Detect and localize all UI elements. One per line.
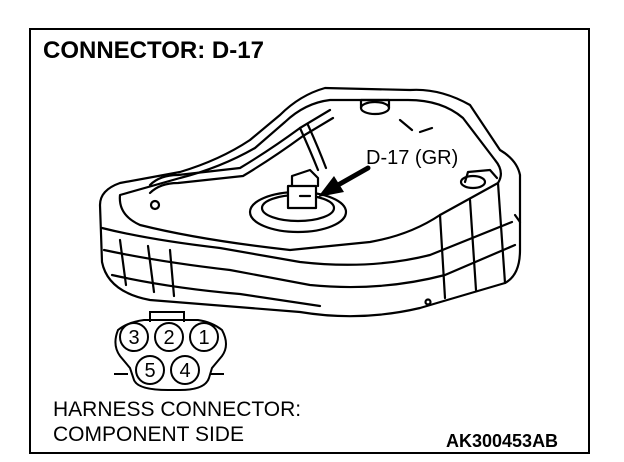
- component-side-label: COMPONENT SIDE: [53, 423, 244, 446]
- callout-arrow: [318, 165, 371, 197]
- tank-top-deck: [118, 98, 502, 252]
- pin-4-label: 4: [179, 360, 190, 382]
- callout-label: D-17 (GR): [366, 147, 459, 169]
- fuel-pipe: [148, 108, 332, 187]
- diagram-frame: [29, 28, 590, 454]
- harness-connector-label: HARNESS CONNECTOR:: [53, 398, 302, 421]
- pin-4-circle: [170, 355, 200, 385]
- connector-title: CONNECTOR: D-17: [43, 37, 264, 64]
- figure-code: AK300453AB: [446, 431, 559, 451]
- pin-3-label: 3: [128, 327, 139, 349]
- pin-2-circle: [154, 322, 184, 352]
- harness-connector: [114, 311, 227, 391]
- pin-5-circle: [135, 355, 165, 385]
- tank-outline: [98, 86, 522, 318]
- pin-3-circle: [119, 322, 149, 352]
- pin-1-circle: [189, 322, 219, 352]
- pin-circles: [119, 322, 219, 385]
- pin-2-label: 2: [163, 327, 174, 349]
- pin-1-label: 1: [198, 327, 209, 349]
- pin-5-label: 5: [144, 360, 155, 382]
